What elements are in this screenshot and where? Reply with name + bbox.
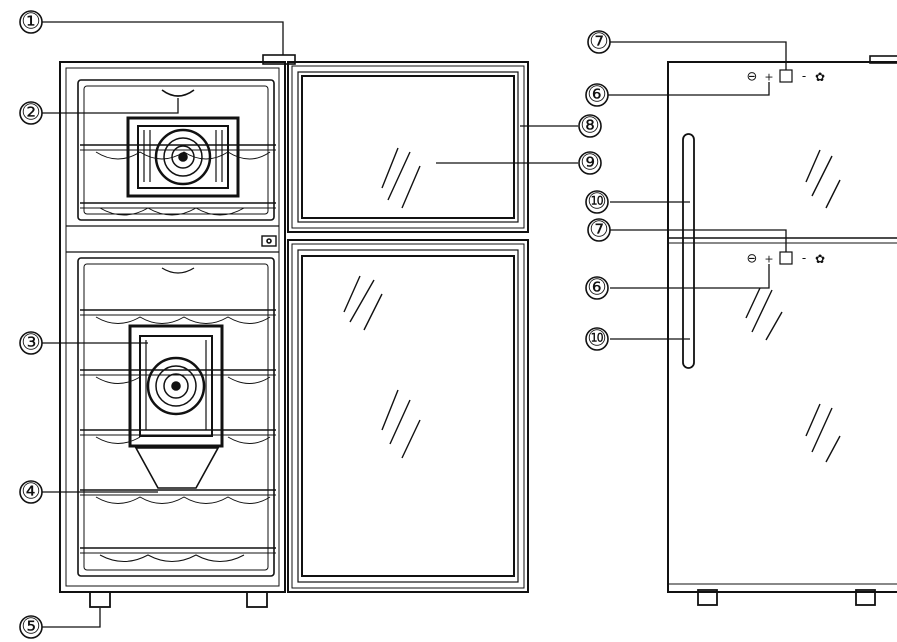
lower-compartment-liner [83, 263, 269, 571]
leveling-foot [246, 591, 268, 608]
air-duct [134, 447, 220, 489]
upper-control-panel: ⊖ + - ✿ [747, 69, 825, 85]
callout-circle [19, 10, 43, 34]
callout-circle [587, 218, 611, 242]
leveling-foot [855, 589, 876, 606]
display-square-icon [779, 69, 793, 83]
glass-reflection [381, 389, 421, 459]
fan-housing [126, 116, 240, 198]
top-hinge [262, 54, 296, 65]
fan-housing [128, 324, 224, 448]
lower-glass-door [287, 239, 529, 593]
lower-control-panel: ⊖ + - ✿ [747, 251, 825, 267]
callout-circle [585, 83, 609, 107]
callout-number: ① [21, 10, 41, 35]
top-hinge [869, 55, 897, 64]
callout-circle [585, 190, 609, 214]
callout-markers: ① ② ③ ④ ⑤ ⑥ ⑦ ⑧ ⑨ ⑩ ⑦ ⑥ ⑩ [19, 10, 611, 640]
display-square-icon [779, 251, 793, 265]
door-frame [287, 239, 529, 593]
callout-number: ⑧ [580, 114, 600, 139]
glass-reflection [805, 403, 841, 463]
callout-circle [578, 114, 602, 138]
glass-reflection [343, 275, 383, 331]
cabinet-inner-edge [65, 67, 280, 587]
glass-reflection [805, 149, 841, 209]
door-glass [301, 75, 515, 219]
bottle-row [99, 207, 245, 216]
dash-symbol: - [802, 69, 806, 83]
callout-number: ⑩ [587, 190, 607, 215]
glass-reflection [745, 287, 783, 341]
door-frame [287, 61, 529, 233]
bottle-row [95, 376, 271, 384]
callout-circle [585, 327, 609, 351]
callout-number: ⑩ [587, 327, 607, 352]
middle-hinge [261, 235, 277, 247]
callout-number: ⑥ [587, 276, 607, 301]
bottle-row [95, 436, 271, 444]
lower-fan [128, 324, 224, 489]
lower-compartment-frame [77, 257, 275, 577]
callout-circle [587, 30, 611, 54]
fan-icon [146, 356, 206, 416]
glass-reflection [381, 147, 421, 209]
callout-circle [585, 276, 609, 300]
side-view: ⊖ + - ✿ ⊖ + - ✿ [667, 55, 897, 606]
light-icon[interactable]: ✿ [815, 70, 825, 84]
callout-number: ⑤ [21, 615, 41, 640]
side-cabinet [667, 61, 897, 593]
bottle-row [95, 496, 271, 504]
callout-circle [19, 101, 43, 125]
callout-number: ⑦ [589, 218, 609, 243]
callout-leaders [42, 21, 787, 628]
bottle-row [95, 316, 271, 324]
plus-button-icon[interactable]: + [764, 71, 773, 84]
callout-circle [578, 151, 602, 175]
wine-shelves [80, 309, 276, 562]
dash-symbol: - [802, 251, 806, 265]
light-icon[interactable]: ✿ [815, 252, 825, 266]
fan-grille-frame [139, 335, 213, 437]
interior-light [161, 89, 195, 97]
fan-grille-frame [137, 125, 229, 189]
upper-glass-door [287, 61, 529, 233]
lower-compartment [77, 257, 276, 577]
callout-circle [19, 331, 43, 355]
plus-button-icon[interactable]: + [764, 253, 773, 266]
minus-button-icon[interactable]: ⊖ [747, 70, 758, 85]
bottle-row [99, 554, 245, 562]
minus-button-icon[interactable]: ⊖ [747, 252, 758, 267]
door-handle [682, 133, 695, 369]
door-glass [301, 255, 515, 577]
callout-number: ② [21, 101, 41, 126]
callout-number: ⑥ [587, 83, 607, 108]
callout-number: ③ [21, 331, 41, 356]
upper-fan [126, 116, 240, 198]
cabinet-body [59, 61, 286, 593]
upper-compartment [77, 79, 276, 221]
leveling-foot [89, 591, 111, 608]
callout-number: ⑨ [580, 151, 600, 176]
front-view [59, 54, 529, 608]
fan-icon [154, 128, 212, 186]
callout-number: ④ [21, 480, 41, 505]
leveling-foot [697, 589, 718, 606]
interior-light [161, 267, 195, 274]
callout-circle [19, 615, 43, 639]
callout-circle [19, 480, 43, 504]
callout-number: ⑦ [589, 30, 609, 55]
